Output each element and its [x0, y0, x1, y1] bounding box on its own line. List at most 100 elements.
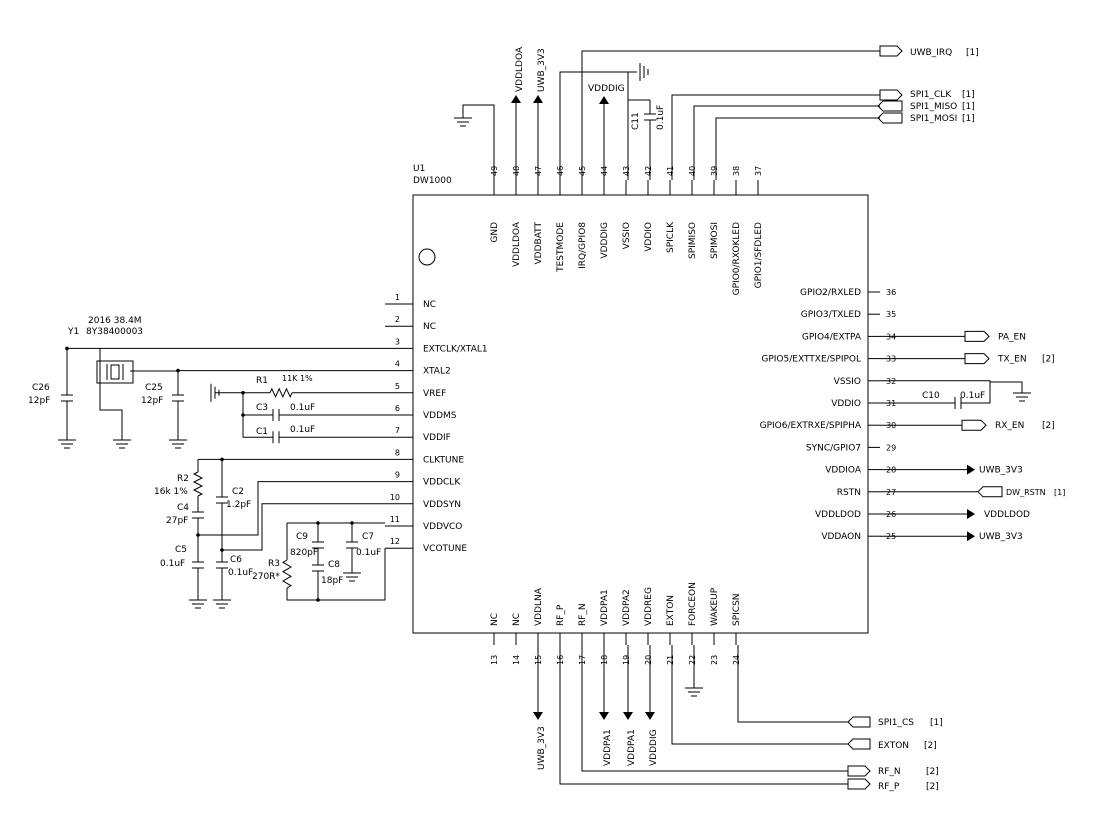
spicsn-wire: [737, 645, 848, 723]
testmode-wire: [559, 71, 629, 180]
port-spi1-clk: [879, 89, 903, 101]
port-rf-p-label: RF_P: [878, 782, 900, 792]
pin-number: 40: [688, 166, 697, 176]
junction-dot: [316, 598, 320, 602]
spiclk-wire: [671, 94, 880, 180]
y1-ref: Y1: [67, 327, 79, 337]
port-spi1-miso: [877, 100, 903, 112]
net-label-vddldod: VDDLDOD: [984, 510, 1030, 520]
port-spi1-cs-ref: [1]: [930, 718, 943, 728]
pin-name: VDDPA1: [600, 589, 610, 626]
pin-name: EXTCLK/XTAL1: [423, 344, 488, 354]
pin-number: 47: [534, 166, 543, 176]
pin-name: NC: [512, 613, 522, 626]
pin-number: 36: [886, 288, 896, 297]
junction-dot: [196, 533, 200, 537]
pin-number: 43: [622, 166, 631, 176]
pin-name: TESTMODE: [556, 222, 566, 273]
c9-value: 820pF: [290, 548, 318, 558]
ground-icon: [210, 383, 220, 402]
c9-symbol: [312, 541, 324, 549]
power-arrow-icon: [967, 509, 975, 519]
c3-ref: C3: [256, 403, 268, 413]
port-spi1-mosi-label: SPI1_MOSI: [910, 114, 957, 124]
power-arrow-icon: [533, 95, 543, 103]
pin-name: GPIO4/EXTPA: [802, 332, 862, 342]
net-label-vddpa1-b: VDDPA1: [627, 729, 637, 766]
pin-name: VDDDIG: [600, 222, 610, 259]
port-rf-n: [847, 765, 871, 777]
c2-symbol: [216, 496, 228, 504]
pin-name: GPIO1/SFDLED: [754, 222, 764, 288]
exton-wire: [671, 645, 848, 745]
pin-number: 44: [600, 166, 609, 176]
spimosi-wire: [715, 117, 880, 180]
irq-wire: [581, 50, 880, 180]
pin-name: SPIMISO: [688, 222, 698, 259]
port-rf-p-ref: [2]: [926, 782, 939, 792]
power-arrow-icon: [967, 531, 975, 542]
c26-value: 12pF: [28, 396, 50, 406]
components: [58, 45, 1031, 790]
c2-ref: C2: [232, 487, 244, 497]
pin-name: GPIO2/RXLED: [800, 288, 861, 298]
c11-ref: C11: [631, 112, 641, 130]
port-exton: [847, 738, 871, 750]
pin-name: NC: [423, 300, 436, 310]
power-arrow-icon: [599, 96, 609, 104]
vddsyn-wire: [222, 503, 385, 551]
pin-name: VSSIO: [622, 222, 632, 249]
c2-value: 1.2pF: [226, 500, 251, 510]
pin-number: 20: [644, 655, 653, 665]
pin-name: RF_P: [556, 604, 566, 626]
pin-number: 21: [666, 655, 675, 665]
r1-value: 11K 1%: [282, 374, 313, 383]
port-tx-en-label: TX_EN: [997, 355, 1027, 365]
port-spi1-cs: [847, 716, 871, 728]
c26-symbol: [61, 394, 73, 402]
c4-value: 27pF: [166, 516, 188, 526]
r2-value: 16k 1%: [154, 487, 188, 497]
pin-number: 7: [395, 426, 400, 435]
c8-ref: C8: [328, 560, 340, 570]
r3-value: 270R*: [252, 572, 280, 582]
pin-number: 35: [886, 310, 896, 319]
pin-name: VDDIOA: [825, 466, 862, 476]
chip-part: DW1000: [413, 176, 452, 186]
port-tx-en: [964, 353, 990, 365]
port-exton-ref: [2]: [924, 741, 937, 751]
port-exton-label: EXTON: [878, 741, 909, 751]
port-uwb-irq: [879, 45, 903, 57]
pin-number: 16: [556, 655, 565, 665]
c25-value: 12pF: [141, 396, 163, 406]
y1-line1: 2016 38.4M: [88, 316, 142, 326]
vddclk-wire: [222, 481, 385, 536]
pin-number: 33: [886, 355, 896, 364]
net-label-vddaon: UWB_3V3: [979, 532, 1023, 542]
pin-number: 29: [886, 443, 896, 452]
pin-number: 2: [395, 315, 400, 324]
power-arrow-icon: [623, 712, 633, 720]
rf-n-wire: [581, 645, 848, 772]
pin-name: GPIO0/RXOKLED: [732, 222, 742, 295]
pin-name: VDDREG: [644, 587, 654, 626]
r2-symbol: [192, 471, 204, 497]
port-spi1-clk-ref: [1]: [962, 90, 975, 100]
c7-symbol: [346, 541, 358, 549]
pin-number: 6: [395, 404, 400, 413]
pin-name: VDDPA2: [622, 589, 632, 626]
pin-number: 1: [395, 293, 400, 302]
ground-icon: [169, 439, 187, 449]
junction-dot: [350, 521, 354, 525]
net-label-bottom-uwb3v3: UWB_3V3: [537, 726, 547, 770]
pin-number: 25: [886, 532, 896, 541]
vssio-wire: [880, 380, 1023, 393]
c6-symbol: [216, 561, 228, 569]
pin-number: 13: [490, 655, 499, 665]
c4-ref: C4: [177, 503, 189, 513]
pin-number: 41: [666, 166, 675, 176]
pin-name: GPIO3/TXLED: [801, 310, 861, 320]
pin-number: 39: [710, 166, 719, 176]
pin-name: VDDIF: [423, 433, 451, 443]
pin-number: 26: [886, 510, 896, 519]
